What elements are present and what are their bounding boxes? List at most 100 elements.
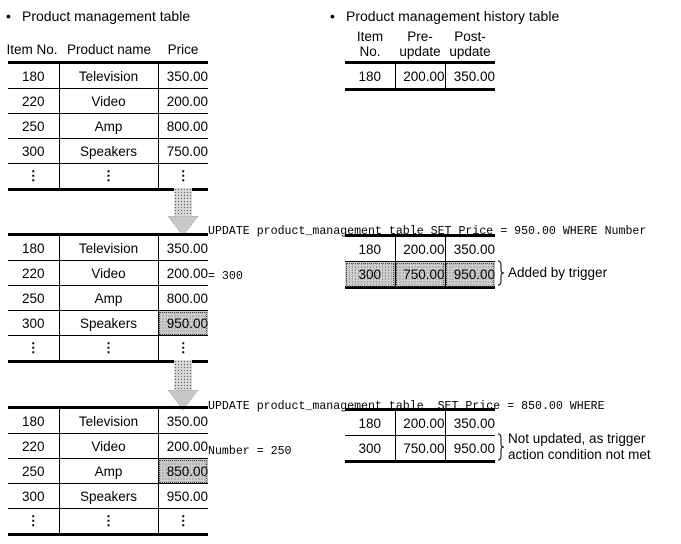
item-no-cell: 180 (345, 61, 396, 91)
history-table-heading: • Product management history table (330, 8, 559, 24)
price-cell: 950.00 (158, 483, 208, 509)
price-cell: 200.00 (158, 433, 208, 459)
ellipsis-row: ⋮⋮⋮ (8, 508, 208, 536)
price-cell: 800.00 (158, 113, 208, 139)
product-name-cell: Television (59, 233, 159, 261)
header-line: Post- (454, 29, 486, 44)
note-line: action condition not met (508, 447, 651, 462)
price-cell: 200.00 (158, 260, 208, 286)
item-no-cell: 180 (8, 233, 60, 261)
bullet-icon: • (6, 8, 11, 24)
item-no-cell: 250 (8, 458, 60, 484)
header-line: Pre- (407, 29, 433, 44)
pre-update-cell: 200.00 (395, 408, 446, 436)
ellipsis-cell: ⋮ (8, 508, 60, 536)
heading-text: Product management history table (346, 8, 560, 24)
product-table-heading: • Product management table (6, 8, 190, 24)
ellipsis-row: ⋮⋮⋮ (8, 163, 208, 191)
column-header-item-no: Item No. (6, 42, 58, 57)
pre-update-cell: 750.00 (395, 435, 446, 463)
product-name-cell: Speakers (59, 483, 159, 509)
item-no-cell: 180 (345, 408, 396, 436)
product-name-cell: Video (59, 433, 159, 459)
price-cell: 200.00 (158, 88, 208, 114)
product-name-cell: Video (59, 88, 159, 114)
item-no-cell: 300 (8, 138, 60, 164)
post-update-cell: 350.00 (445, 61, 495, 91)
product-name-cell: Television (59, 61, 159, 89)
heading-text: Product management table (22, 8, 191, 24)
ellipsis-cell: ⋮ (158, 508, 208, 536)
item-no-cell: 250 (8, 285, 60, 311)
ellipsis-cell: ⋮ (59, 508, 159, 536)
ellipsis-cell: ⋮ (158, 163, 208, 191)
item-no-cell: 220 (8, 433, 60, 459)
product-name-cell: Speakers (59, 310, 159, 336)
ellipsis-cell: ⋮ (158, 335, 208, 363)
product-name-cell: Amp (59, 458, 159, 484)
item-no-cell: 180 (8, 61, 60, 89)
price-cell-updated: 950.00 (158, 310, 208, 336)
brace-icon (497, 260, 505, 286)
ellipsis-cell: ⋮ (8, 163, 60, 191)
added-by-trigger-note: Added by trigger (508, 265, 608, 280)
item-no-cell: 300 (345, 435, 396, 463)
price-cell-updated: 850.00 (158, 458, 208, 484)
bullet-icon: • (330, 8, 335, 24)
price-cell: 800.00 (158, 285, 208, 311)
ellipsis-row: ⋮⋮⋮ (8, 335, 208, 363)
item-no-cell: 180 (8, 406, 60, 434)
item-no-cell: 250 (8, 113, 60, 139)
post-update-cell: 350.00 (445, 234, 495, 262)
history-header-item-no: Item No. (345, 29, 395, 59)
header-line: No. (359, 44, 381, 59)
brace-icon (497, 433, 505, 461)
not-updated-note: Not updated, as trigger action condition… (508, 431, 651, 463)
ellipsis-cell: ⋮ (59, 335, 159, 363)
price-cell: 350.00 (158, 233, 208, 261)
ellipsis-cell: ⋮ (8, 335, 60, 363)
sql-line: Number = 250 (208, 445, 292, 458)
header-line: Item (356, 29, 384, 44)
price-cell: 350.00 (158, 61, 208, 89)
header-line: update (449, 44, 491, 59)
product-name-cell: Amp (59, 285, 159, 311)
product-name-cell: Amp (59, 113, 159, 139)
item-no-cell: 300 (8, 483, 60, 509)
pre-update-cell: 200.00 (395, 234, 446, 262)
item-no-cell: 300 (345, 261, 396, 289)
pre-update-cell: 200.00 (395, 61, 446, 91)
header-line: update (399, 44, 441, 59)
product-name-cell: Video (59, 260, 159, 286)
item-no-cell: 220 (8, 260, 60, 286)
column-header-price: Price (167, 42, 199, 57)
down-arrow-icon (168, 188, 198, 236)
item-no-cell: 180 (345, 234, 396, 262)
post-update-cell: 950.00 (445, 435, 495, 463)
price-cell: 350.00 (158, 406, 208, 434)
history-header-pre-update: Pre- update (395, 29, 445, 59)
column-header-product-name: Product name (66, 42, 152, 57)
down-arrow-icon (168, 360, 198, 410)
